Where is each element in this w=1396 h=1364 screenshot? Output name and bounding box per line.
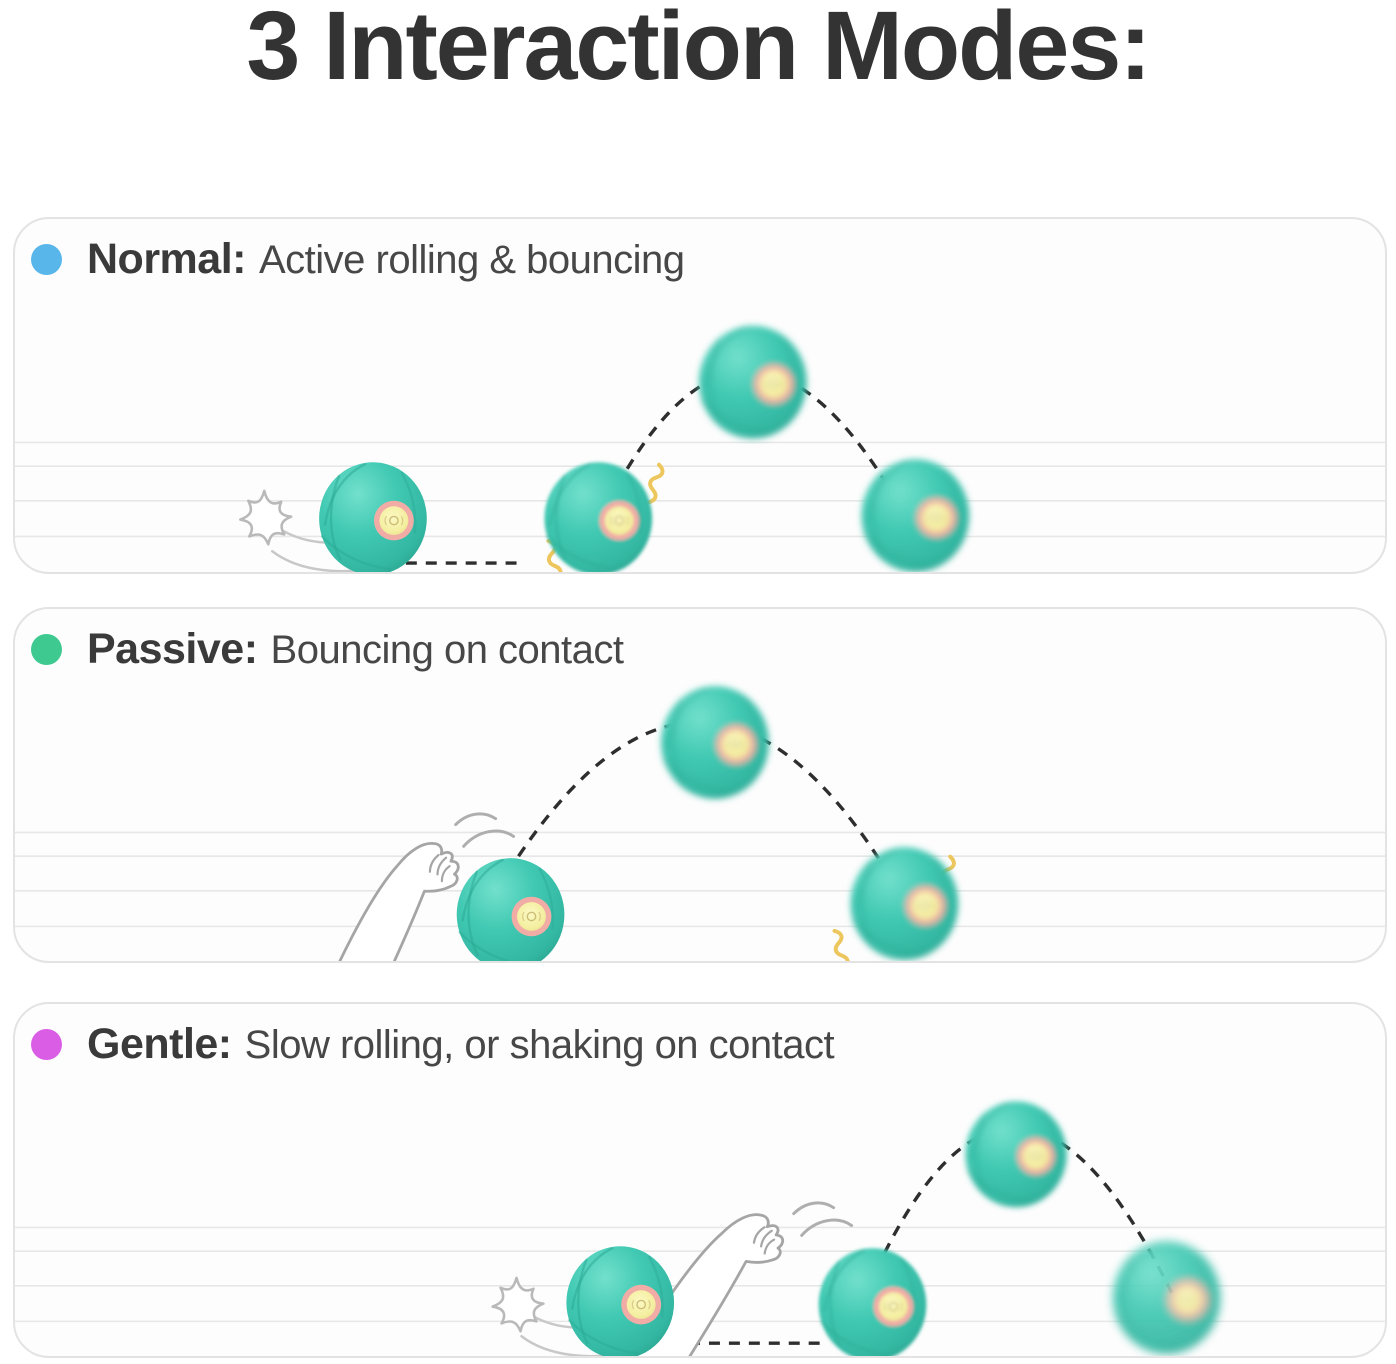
- mode-name: Gentle:: [87, 1020, 232, 1068]
- mode-name: Passive:: [87, 625, 258, 673]
- mode-description: Bouncing on contact: [270, 628, 624, 672]
- mode-dot: [31, 634, 62, 665]
- panel-header: Passive: Bouncing on contact: [31, 625, 624, 674]
- illustration-normal: [15, 324, 1385, 572]
- page-title: 3 Interaction Modes:: [246, 0, 1151, 100]
- smart-ball-moving: [860, 458, 971, 572]
- smart-ball-moving: [543, 461, 654, 572]
- smart-ball-moving: [1111, 1240, 1222, 1356]
- mode-panel-passive: Passive: Bouncing on contact: [13, 607, 1387, 963]
- smart-ball-bouncing: [697, 324, 808, 440]
- mode-dot: [31, 244, 62, 275]
- swipe-motion-icon: [792, 1201, 854, 1237]
- smart-ball-moving: [817, 1247, 928, 1356]
- smart-ball: [565, 1245, 676, 1356]
- panel-header-text: Normal: Active rolling & bouncing: [87, 235, 685, 284]
- cat-paw-icon: [298, 827, 470, 961]
- mode-dot: [31, 1029, 62, 1060]
- mode-panel-gentle: Gentle: Slow rolling, or shaking on conta…: [13, 1002, 1387, 1358]
- smart-ball-bouncing: [964, 1100, 1068, 1209]
- smart-ball: [455, 856, 566, 961]
- illustration-passive: [15, 684, 1385, 961]
- swipe-motion-icon: [454, 812, 516, 848]
- panel-header-text: Gentle: Slow rolling, or shaking on conta…: [87, 1020, 835, 1069]
- mode-description: Slow rolling, or shaking on contact: [244, 1023, 835, 1067]
- mode-description: Active rolling & bouncing: [258, 238, 685, 282]
- smart-ball-bouncing: [659, 684, 770, 801]
- mode-name: Normal:: [87, 235, 246, 283]
- mode-panel-normal: Normal: Active rolling & bouncing: [13, 217, 1387, 574]
- panel-header: Normal: Active rolling & bouncing: [31, 235, 685, 284]
- panel-header-text: Passive: Bouncing on contact: [87, 625, 624, 674]
- vibration-zigzag-icon: [829, 927, 852, 961]
- smart-ball-moving: [849, 846, 960, 961]
- panel-header: Gentle: Slow rolling, or shaking on conta…: [31, 1020, 835, 1069]
- illustration-gentle: [15, 1100, 1385, 1356]
- trajectory-bounce-arc: [615, 369, 907, 517]
- smart-ball: [317, 461, 428, 572]
